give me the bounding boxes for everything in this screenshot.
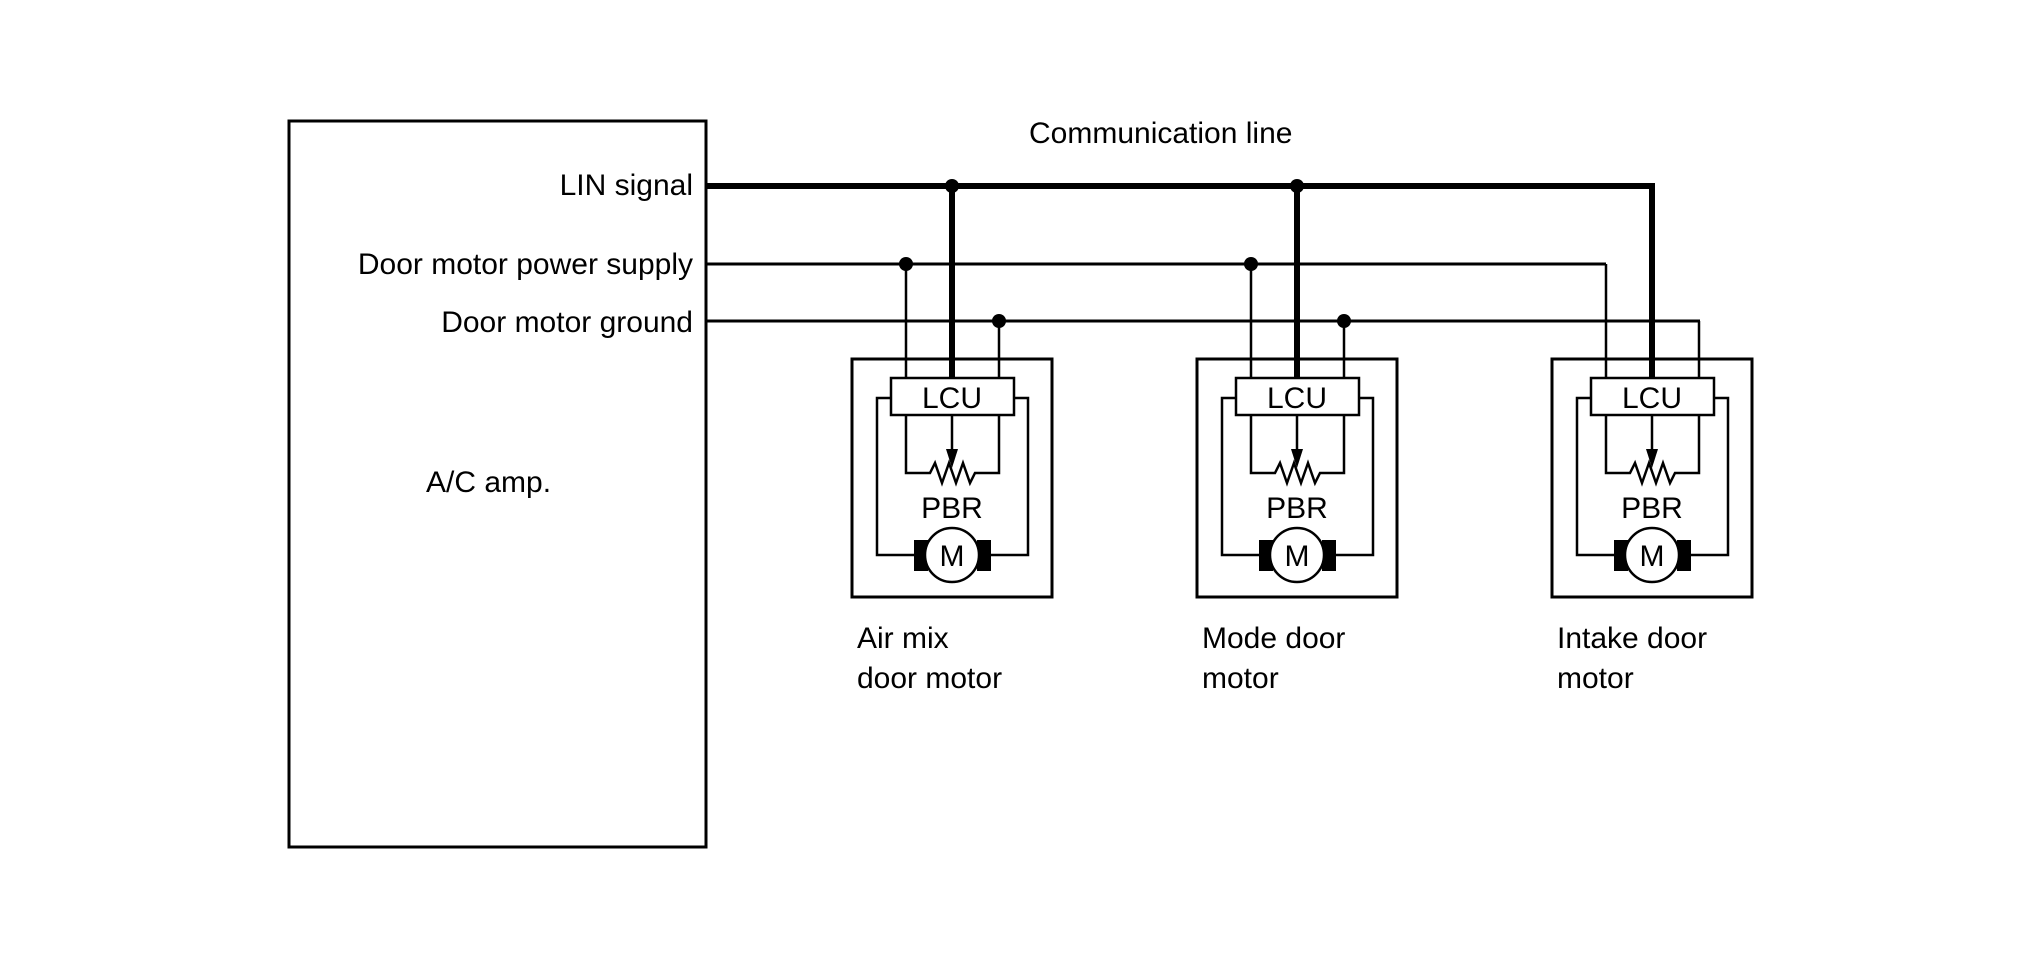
lin-junction-dot [945, 179, 959, 193]
motor-caption-line1: Intake door [1557, 622, 1707, 655]
motor-caption-line2: motor [1557, 662, 1634, 695]
motor-brush-right [1677, 540, 1691, 571]
pbr-wiper-arrow-icon [1291, 449, 1303, 468]
motor-wire-right [1335, 396, 1375, 557]
motor-caption-line2: door motor [857, 662, 1002, 695]
pbr-label: PBR [921, 492, 983, 525]
ground-junction-dot [992, 314, 1006, 328]
motor-wire-left [875, 396, 914, 557]
power-junction-dot [1244, 257, 1258, 271]
pbr-resistor [1249, 415, 1346, 487]
lcu-box [1234, 376, 1361, 417]
pbr-wiper-arrow-icon [946, 449, 958, 468]
motor-caption-line1: Air mix [857, 622, 949, 655]
power-supply-label: Door motor power supply [358, 248, 693, 281]
pbr-resistor [1604, 415, 1701, 487]
motor-wire-left [1220, 396, 1259, 557]
power-junction-dot [899, 257, 913, 271]
motor-icon [1268, 526, 1326, 584]
pbr-label: PBR [1621, 492, 1683, 525]
lcu-label: LCU [1267, 382, 1327, 415]
motor-caption-line1: Mode door [1202, 622, 1345, 655]
pbr-wiper-arrow-icon [1646, 449, 1658, 468]
motor-wire-left [1575, 396, 1614, 557]
motor-brush-left [914, 540, 928, 571]
motor-brush-right [1322, 540, 1336, 571]
motor-wire-right [1690, 396, 1730, 557]
motor-icon [1623, 526, 1681, 584]
motor-unit-mode: LCU PBR M Mode door motor [1195, 179, 1399, 695]
motor-icon [923, 526, 981, 584]
motor-caption-line2: motor [1202, 662, 1279, 695]
ac-amp-box [287, 119, 708, 849]
ground-label: Door motor ground [441, 306, 693, 339]
motor-symbol-label: M [940, 540, 965, 573]
motor-brush-left [1614, 540, 1628, 571]
communication-line-label: Communication line [1029, 117, 1292, 150]
pbr-resistor [904, 415, 1001, 487]
motor-unit-intake: LCU PBR M Intake door motor [1550, 186, 1754, 695]
motor-brush-left [1259, 540, 1273, 571]
motor-wire-right [990, 396, 1030, 557]
pbr-label: PBR [1266, 492, 1328, 525]
motor-symbol-label: M [1285, 540, 1310, 573]
lcu-box [1589, 376, 1716, 417]
lin-junction-dot [1290, 179, 1304, 193]
motor-brush-right [977, 540, 991, 571]
ac-amp-label: A/C amp. [426, 466, 551, 499]
lcu-label: LCU [1622, 382, 1682, 415]
motor-unit-air-mix: LCU PBR M Air mix door motor [850, 179, 1054, 695]
lcu-label: LCU [922, 382, 982, 415]
lin-signal-label: LIN signal [560, 169, 693, 202]
ground-junction-dot [1337, 314, 1351, 328]
motor-symbol-label: M [1640, 540, 1665, 573]
